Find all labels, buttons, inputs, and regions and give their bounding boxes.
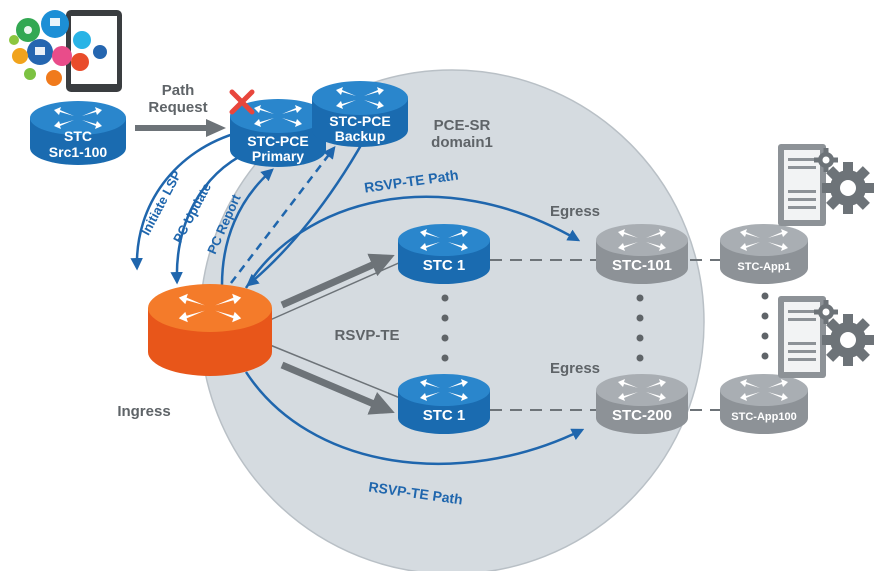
stc1-bottom-label: STC 1 [423,407,466,424]
backup-report-dashed-arrow [230,146,336,284]
ingress-label: Ingress [117,403,170,420]
server-icon-2 [778,296,826,378]
fail-x-icon [229,89,255,115]
stc-app100-label: STC-App100 [731,411,796,423]
router-stc-pce-primary[interactable] [230,99,326,167]
pc-update-label: PC Update [170,180,214,245]
gear-icon-small-2 [814,300,838,324]
router-stc-app1[interactable] [720,224,808,284]
ingress-to-stc1-bottom-arrow [280,361,395,415]
egress-top-label: Egress [550,203,600,220]
egress-bottom-label: Egress [550,360,600,377]
stc1-top-label: STC 1 [423,257,466,274]
router-stc-200[interactable] [596,374,688,434]
src-label-line2: Src1-100 [49,144,108,160]
smart-devices-icon [9,10,122,92]
pce-backup-label-line2: Backup [335,128,386,144]
router-stc-101[interactable] [596,224,688,284]
stc-101-label: STC-101 [612,257,672,274]
path-request-label-line1: Path [162,82,195,99]
pc-report-arrow [220,168,274,286]
stc-app1-label: STC-App1 [737,261,790,273]
router-stc1-top[interactable] [398,224,490,284]
pc-update-arrow [170,150,249,285]
path-request-arrow [135,119,226,137]
pce-primary-label-line2: Primary [252,148,304,164]
router-stc-src[interactable] [30,101,126,165]
rsvp-te-path-top-arrow [244,195,581,289]
domain-label-line1: PCE-SR [434,117,491,134]
src-label-line1: STC [64,128,92,144]
backup-update-arrow [246,139,366,287]
router-stc-pce-backup[interactable] [312,81,408,147]
path-request-label-line2: Request [148,99,207,116]
gear-icon-small [814,148,838,172]
router-stc-app100[interactable] [720,374,808,434]
ingress-to-stc1-top-arrow [280,253,395,309]
ellipsis-dots [441,292,769,362]
pce-primary-label-line1: STC-PCE [247,133,308,149]
rsvp-te-label: RSVP-TE [334,327,399,344]
initiate-lsp-arrow [130,130,241,271]
pce-backup-label-line1: STC-PCE [329,113,390,129]
stc-200-label: STC-200 [612,407,672,424]
server-icon [778,144,826,226]
router-stc1-bottom[interactable] [398,374,490,434]
gear-icon-2 [822,314,874,366]
domain-label-line2: domain1 [431,134,493,151]
gear-icon [822,162,874,214]
router-ingress[interactable] [148,284,272,376]
rsvp-te-path-bottom-arrow [244,371,585,466]
